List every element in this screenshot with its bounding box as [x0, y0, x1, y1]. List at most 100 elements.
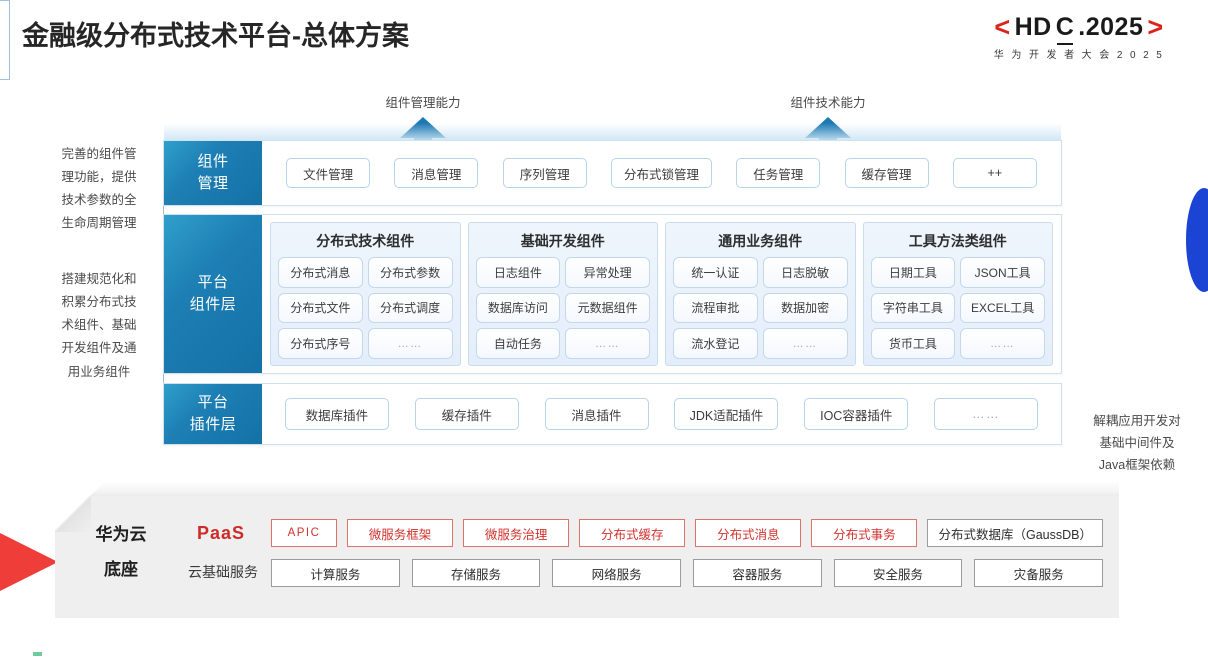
side-note-line: 开发组件及通 — [61, 341, 137, 356]
cell-component[interactable]: 统一认证 — [673, 257, 758, 288]
group-tool-methods: 工具方法类组件 日期工具 JSON工具 字符串工具 EXCEL工具 货币工具 …… — [862, 222, 1053, 366]
side-note-platform-layer: 搭建规范化和 积累分布式技 术组件、基础 开发组件及通 用业务组件 — [40, 268, 158, 384]
cell-component[interactable]: 数据库访问 — [475, 292, 561, 324]
cell-component[interactable]: 数据加密 — [762, 292, 848, 324]
chip-component-mgmt[interactable]: 分布式锁管理 — [610, 158, 712, 188]
cell-component[interactable]: 流程审批 — [673, 292, 758, 324]
callout-label-technology: 组件技术能力 — [790, 96, 866, 110]
band-plugin-layer: 平台 插件层 数据库插件 缓存插件 消息插件 JDK适配插件 IOC容器插件 …… — [163, 383, 1062, 445]
cell-component-more[interactable]: …… — [960, 328, 1045, 359]
chip-component-mgmt[interactable]: 序列管理 — [502, 158, 587, 188]
architecture-stack: 组件 管理 文件管理 消息管理 序列管理 分布式锁管理 任务管理 缓存管理 ++… — [163, 123, 1062, 445]
band-component-management: 组件 管理 文件管理 消息管理 序列管理 分布式锁管理 任务管理 缓存管理 ++ — [163, 123, 1062, 206]
hdc-logo-part1: HD — [1014, 13, 1052, 41]
cell-component-more[interactable]: …… — [762, 328, 848, 359]
band-label-component-management: 组件 管理 — [164, 141, 262, 205]
group-distributed-tech: 分布式技术组件 分布式消息 分布式参数 分布式文件 分布式调度 分布式序号 …… — [270, 222, 461, 366]
paas-chip[interactable]: 分布式缓存 — [579, 519, 686, 547]
side-note-line: Java框架依赖 — [1098, 457, 1176, 472]
angle-right-icon: > — [1147, 12, 1164, 42]
huawei-cloud-base-panel: 华为云 底座 PaaS 云基础服务 APIC 微服务框架 微服务治理 分布式缓存… — [55, 496, 1119, 618]
paas-chip[interactable]: 微服务治理 — [463, 519, 570, 547]
group-title: 通用业务组件 — [718, 233, 803, 249]
base-top-shade — [89, 481, 1119, 497]
band-label-line: 管理 — [197, 175, 229, 192]
chip-plugin-more[interactable]: …… — [934, 398, 1039, 430]
band-top-fade — [164, 123, 1061, 141]
paas-chip[interactable]: 微服务框架 — [347, 519, 454, 547]
group-title: 分布式技术组件 — [316, 233, 415, 249]
base-inner: 华为云 底座 PaaS 云基础服务 APIC 微服务框架 微服务治理 分布式缓存… — [55, 496, 1119, 618]
cell-component[interactable]: 分布式参数 — [367, 257, 453, 288]
service-chip[interactable]: 容器服务 — [693, 559, 822, 587]
service-chip[interactable]: 存储服务 — [411, 559, 541, 587]
group-grid: 日期工具 JSON工具 字符串工具 EXCEL工具 货币工具 …… — [870, 257, 1045, 359]
side-note-line: 用业务组件 — [67, 364, 131, 379]
band-body-plugin-layer: 数据库插件 缓存插件 消息插件 JDK适配插件 IOC容器插件 …… — [262, 384, 1061, 444]
hdc-logo-part2: C — [1055, 13, 1075, 45]
side-note-line: 搭建规范化和 — [61, 272, 137, 286]
chip-component-mgmt[interactable]: 消息管理 — [394, 158, 479, 188]
paas-chip-apic[interactable]: APIC — [271, 519, 337, 547]
service-chip[interactable]: 计算服务 — [271, 559, 400, 587]
cell-component[interactable]: 分布式序号 — [278, 328, 363, 359]
cell-component[interactable]: 元数据组件 — [565, 292, 650, 324]
band-label-plugin-layer: 平台 插件层 — [164, 384, 262, 444]
cell-component[interactable]: 异常处理 — [565, 257, 650, 288]
chip-plugin[interactable]: 数据库插件 — [284, 398, 389, 430]
cell-component[interactable]: 自动任务 — [475, 328, 561, 359]
service-chip[interactable]: 网络服务 — [552, 559, 682, 587]
paas-chip-database[interactable]: 分布式数据库（GaussDB） — [927, 519, 1103, 547]
group-grid: 分布式消息 分布式参数 分布式文件 分布式调度 分布式序号 …… — [278, 257, 453, 359]
side-note-line: 基础中间件及 — [1099, 435, 1175, 450]
cell-component[interactable]: 货币工具 — [870, 328, 956, 359]
cell-component[interactable]: 流水登记 — [673, 328, 758, 359]
cell-component[interactable]: 日志脱敏 — [762, 257, 848, 288]
paas-label: PaaS — [196, 523, 246, 543]
chip-component-mgmt[interactable]: 任务管理 — [736, 158, 821, 188]
cell-component[interactable]: 分布式消息 — [278, 257, 363, 288]
service-chip[interactable]: 安全服务 — [833, 559, 963, 587]
callout-label-management: 组件管理能力 — [385, 96, 461, 110]
band-label-line: 组件层 — [189, 296, 237, 313]
page-title: 金融级分布式技术平台-总体方案 — [22, 21, 409, 51]
blue-lens-decoration — [1186, 188, 1208, 292]
side-note-line: 解耦应用开发对 — [1093, 414, 1181, 428]
cell-component[interactable]: 日期工具 — [870, 257, 956, 288]
band-label-line: 平台 — [197, 274, 229, 292]
band-platform-component-layer: 平台 组件层 分布式技术组件 分布式消息 分布式参数 分布式文件 分布式调度 分… — [163, 214, 1062, 374]
green-tick-decoration — [33, 652, 42, 656]
chip-plugin[interactable]: IOC容器插件 — [804, 398, 909, 430]
group-grid: 日志组件 异常处理 数据库访问 元数据组件 自动任务 …… — [475, 257, 650, 359]
cell-component[interactable]: EXCEL工具 — [960, 292, 1045, 324]
group-common-business: 通用业务组件 统一认证 日志脱敏 流程审批 数据加密 流水登记 …… — [665, 222, 856, 366]
base-title-line: 华为云 — [95, 525, 147, 544]
side-note-component-management: 完善的组件管 理功能，提供 技术参数的全 生命周期管理 — [40, 143, 158, 236]
chip-component-mgmt[interactable]: 文件管理 — [286, 158, 371, 188]
group-grid: 统一认证 日志脱敏 流程审批 数据加密 流水登记 …… — [673, 257, 848, 359]
cell-component[interactable]: 分布式文件 — [278, 292, 363, 324]
group-basic-development: 基础开发组件 日志组件 异常处理 数据库访问 元数据组件 自动任务 …… — [467, 222, 658, 366]
side-note-line: 积累分布式技 — [61, 295, 137, 310]
chip-plugin[interactable]: 缓存插件 — [414, 398, 519, 430]
hdc-logo-part3: .2025 — [1078, 13, 1144, 41]
cell-component[interactable]: 字符串工具 — [870, 292, 956, 324]
cell-component-more[interactable]: …… — [565, 328, 650, 359]
chip-plugin[interactable]: 消息插件 — [544, 398, 649, 430]
chip-component-mgmt[interactable]: 缓存管理 — [844, 158, 929, 188]
cell-component-more[interactable]: …… — [367, 328, 453, 359]
paas-chip[interactable]: 分布式消息 — [695, 519, 802, 547]
service-chip[interactable]: 灾备服务 — [974, 559, 1104, 587]
cell-component[interactable]: 分布式调度 — [367, 292, 453, 324]
cloud-base-service-label: 云基础服务 — [188, 564, 258, 580]
cell-component[interactable]: 日志组件 — [475, 257, 561, 288]
base-title: 华为云 底座 — [75, 518, 167, 588]
side-note-line: 理功能，提供 — [61, 170, 137, 185]
band-body-component-management: 文件管理 消息管理 序列管理 分布式锁管理 任务管理 缓存管理 ++ — [262, 141, 1061, 205]
chip-component-mgmt-more[interactable]: ++ — [952, 158, 1037, 188]
chip-plugin[interactable]: JDK适配插件 — [674, 398, 779, 430]
side-note-line: 生命周期管理 — [61, 216, 137, 231]
cell-component[interactable]: JSON工具 — [960, 257, 1045, 288]
paas-chip[interactable]: 分布式事务 — [811, 519, 918, 547]
